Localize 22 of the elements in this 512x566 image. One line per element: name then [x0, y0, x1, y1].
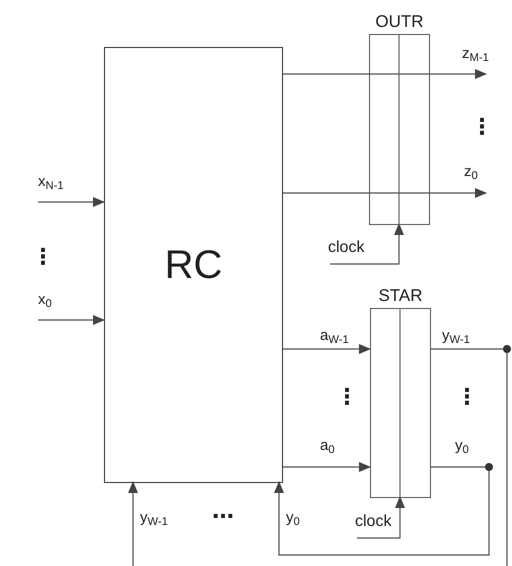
- ellipsis-mark: ⋮: [336, 384, 358, 412]
- connector-arrow: [357, 496, 405, 539]
- connector-arrow: [38, 197, 105, 207]
- clock-label: clock: [328, 238, 364, 258]
- connector-arrow: [128, 481, 138, 566]
- ellipsis-mark: ⋮: [32, 244, 54, 272]
- block-box: [104, 47, 283, 483]
- register-title: OUTR: [375, 11, 424, 33]
- connector-arrow: [282, 188, 487, 198]
- ellipsis-mark: ⋮: [456, 384, 478, 412]
- clock-label: clock: [355, 512, 392, 532]
- signal-label: y$_{0}$: [455, 436, 469, 456]
- connector-arrow: [282, 462, 371, 472]
- register-title: STAR: [378, 285, 423, 307]
- connector-arrow: [38, 315, 105, 325]
- connector-arrow: [282, 344, 371, 354]
- ellipsis-mark: …: [212, 498, 234, 526]
- connector-arrow: [282, 69, 487, 79]
- block-label: RC: [164, 242, 222, 289]
- ellipsis-mark: ⋮: [471, 114, 493, 142]
- connector-arrow: [274, 466, 490, 556]
- connector-arrow: [330, 223, 404, 265]
